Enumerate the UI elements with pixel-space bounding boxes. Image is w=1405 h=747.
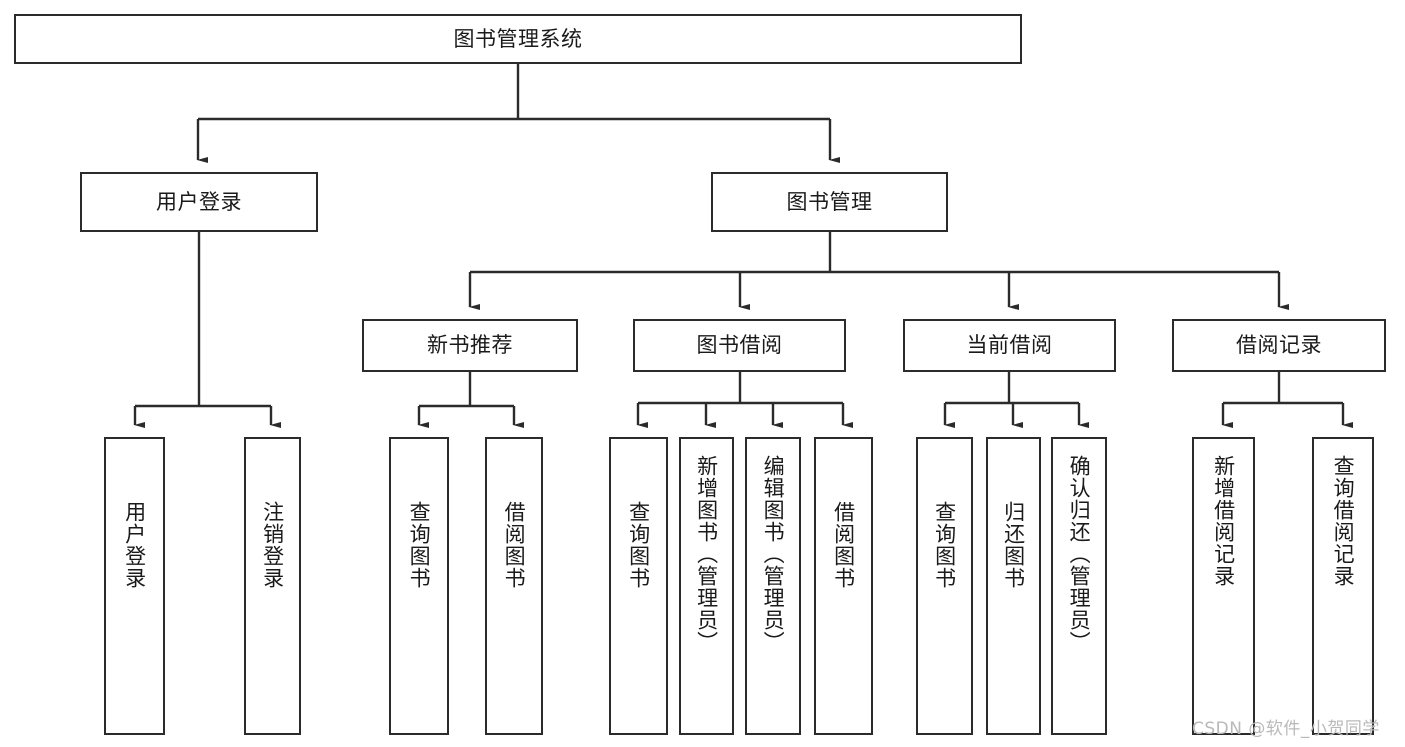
node-leaf-query-book-current-label: 查询图书	[932, 501, 957, 589]
node-book-manage[interactable]: 图书管理	[711, 172, 948, 232]
csdn-watermark: CSDN @软件_小贺同学	[1192, 719, 1380, 739]
node-leaf-user-logout[interactable]: 注销登录	[244, 437, 301, 735]
node-leaf-confirm-return-label: 确认归还（管理员）	[1067, 455, 1092, 653]
node-leaf-query-book-borrow-label: 查询图书	[626, 501, 651, 589]
node-borrow-record-label: 借阅记录	[1236, 333, 1322, 358]
node-leaf-query-book-recommend[interactable]: 查询图书	[389, 437, 449, 735]
node-borrow-record[interactable]: 借阅记录	[1172, 319, 1386, 372]
node-leaf-query-book-borrow[interactable]: 查询图书	[609, 437, 668, 735]
node-leaf-user-logout-label: 注销登录	[260, 501, 285, 589]
node-user-login-label: 用户登录	[156, 189, 242, 214]
node-user-login[interactable]: 用户登录	[80, 172, 318, 232]
node-book-borrow[interactable]: 图书借阅	[633, 319, 846, 372]
node-current-borrow-label: 当前借阅	[966, 333, 1053, 358]
node-leaf-query-borrow-record-label: 查询借阅记录	[1331, 455, 1356, 587]
node-leaf-add-book-label: 新增图书（管理员）	[694, 455, 719, 653]
node-leaf-query-borrow-record[interactable]: 查询借阅记录	[1312, 437, 1374, 735]
node-leaf-add-book[interactable]: 新增图书（管理员）	[679, 437, 734, 735]
node-new-book-recommend[interactable]: 新书推荐	[362, 319, 578, 372]
node-leaf-borrow-book[interactable]: 借阅图书	[814, 437, 873, 735]
node-leaf-confirm-return[interactable]: 确认归还（管理员）	[1051, 437, 1107, 735]
node-book-borrow-label: 图书借阅	[696, 333, 783, 358]
node-leaf-query-book-current[interactable]: 查询图书	[916, 437, 973, 735]
node-leaf-user-login-label: 用户登录	[122, 501, 147, 589]
node-leaf-return-book-label: 归还图书	[1001, 501, 1026, 589]
node-leaf-add-borrow-record-label: 新增借阅记录	[1211, 455, 1236, 587]
node-book-manage-label: 图书管理	[786, 189, 873, 214]
node-leaf-user-login[interactable]: 用户登录	[104, 437, 165, 735]
node-new-book-recommend-label: 新书推荐	[427, 333, 513, 358]
node-leaf-add-borrow-record[interactable]: 新增借阅记录	[1192, 437, 1255, 735]
node-leaf-edit-book[interactable]: 编辑图书（管理员）	[745, 437, 801, 735]
node-leaf-return-book[interactable]: 归还图书	[986, 437, 1041, 735]
node-root-label: 图书管理系统	[453, 26, 583, 51]
node-leaf-edit-book-label: 编辑图书（管理员）	[761, 455, 786, 653]
node-leaf-query-book-recommend-label: 查询图书	[407, 501, 432, 589]
node-leaf-borrow-book-label: 借阅图书	[831, 501, 856, 589]
node-current-borrow[interactable]: 当前借阅	[903, 319, 1116, 372]
node-root[interactable]: 图书管理系统	[14, 14, 1022, 64]
node-leaf-borrow-book-recommend[interactable]: 借阅图书	[485, 437, 543, 735]
node-leaf-borrow-book-recommend-label: 借阅图书	[502, 501, 527, 589]
